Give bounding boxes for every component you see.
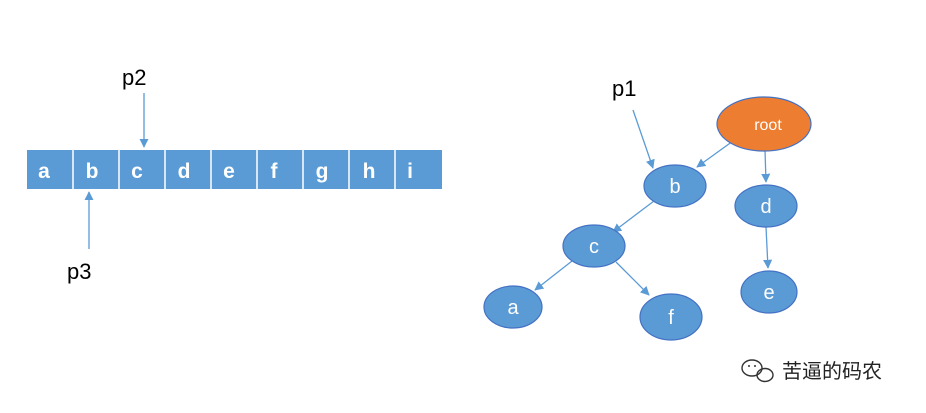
edge-c-f [615,261,650,296]
edge-root-b [696,140,734,168]
tree-node-root: root [716,96,812,152]
tree-node-f: f [639,293,703,341]
array-cell-0: a [27,150,73,189]
tree-node-label: root [754,117,782,134]
array-cell-label: a [38,160,50,183]
pointer-p3-label: p3 [67,259,91,284]
pointer-p2-label: p2 [122,65,146,90]
array-cell-6: g [303,150,349,189]
tree-node-label: d [760,196,771,218]
edge-b-c [612,200,655,233]
array-cell-label: b [86,160,99,183]
tree-node-a: a [483,285,543,329]
tree-node-d: d [734,184,798,228]
tree-node-e: e [740,270,798,314]
edge-d-e [763,226,773,269]
edge-root-d [761,149,771,183]
pointer-p1-label: p1 [612,76,636,101]
array-cell-8: i [395,150,442,189]
tree-node-b: b [643,164,707,208]
tree-node-label: f [668,307,674,329]
array: a b c d e f g h [27,150,442,189]
array-cell-dividers [72,150,396,189]
tree-node-label: a [507,297,519,319]
edge-c-a [534,260,573,291]
array-cell-2: c [119,150,165,189]
array-cell-label: d [178,160,191,183]
watermark: 苦逼的码农 [741,359,882,383]
array-cell-1: b [73,150,119,189]
array-cell-label: f [271,160,279,183]
tree-edges [534,109,773,296]
array-cell-7: h [349,150,395,189]
array-cell-3: d [165,150,211,189]
pointer-p1-arrow [632,109,655,169]
tree-node-label: e [763,282,774,304]
tree-node-label: c [589,236,599,258]
array-cell-label: g [316,160,329,183]
tree-node-label: b [669,176,680,198]
array-cell-label: h [363,160,376,183]
array-cell-4: e [211,150,257,189]
array-cell-label: i [407,160,413,183]
tree-node-c: c [562,224,626,268]
watermark-text: 苦逼的码农 [782,359,882,383]
array-cell-label: e [223,160,235,183]
array-cell-5: f [257,150,303,189]
wechat-icon [741,359,774,383]
array-cell-label: c [131,160,143,183]
